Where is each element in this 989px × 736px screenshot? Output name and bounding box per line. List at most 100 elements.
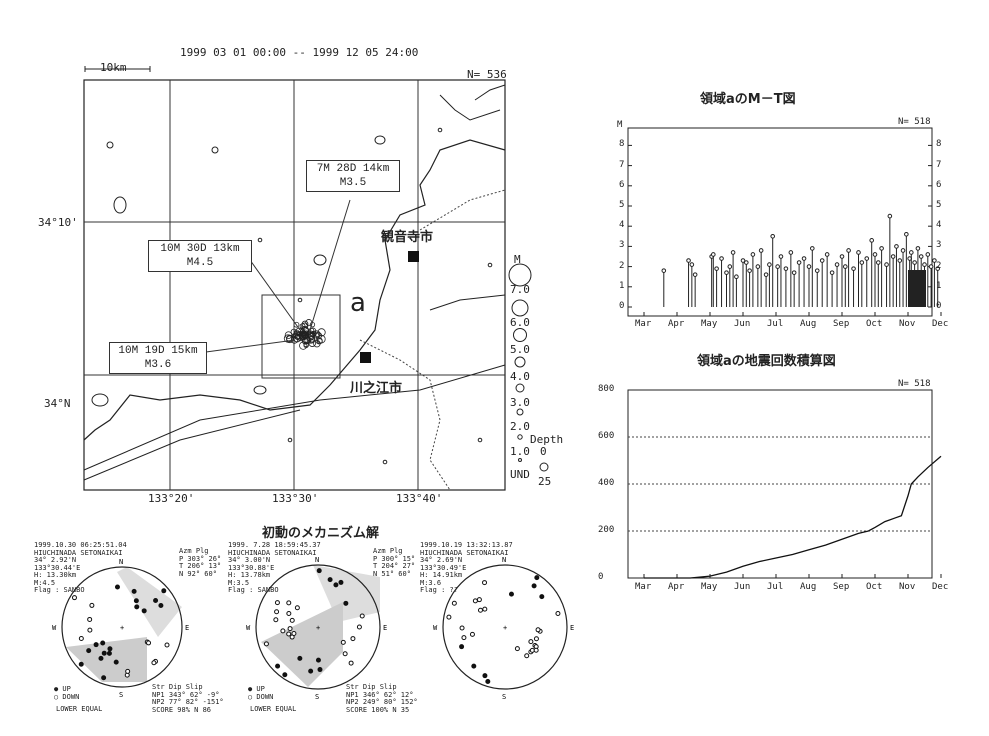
polarity-down	[291, 630, 297, 636]
principal-axis-line: Azm Plg	[179, 547, 209, 555]
polarity-down	[164, 642, 170, 648]
mt-x-tick-label: Nov	[899, 319, 916, 329]
mt-y-tick-label: 0	[619, 301, 625, 311]
mt-event-point	[864, 256, 870, 261]
polarity-up	[459, 644, 465, 650]
mechanism-header-line: 1999. 7.28 18:59:45.37	[228, 541, 321, 549]
mt-event-point	[843, 264, 848, 269]
mt-event-point	[894, 244, 899, 249]
polarity-up	[531, 583, 537, 589]
mt-event-point	[767, 262, 772, 267]
south-mark: S	[119, 691, 123, 699]
mt-chart-count: N= 518	[898, 117, 931, 127]
polarity-down	[476, 597, 482, 603]
magnitude-legend-circle	[518, 458, 522, 462]
magnitude-legend-circle	[511, 299, 529, 317]
east-mark: E	[570, 624, 574, 632]
mt-event-point	[727, 264, 733, 269]
mt-event-point	[810, 246, 815, 251]
mt-event-point	[819, 258, 825, 263]
polarity-up	[86, 648, 92, 654]
principal-axis-line: T 204° 27°	[373, 562, 416, 570]
annotation-leader	[205, 199, 351, 353]
polarity-up	[333, 582, 339, 588]
polarity-up	[113, 659, 119, 665]
polarity-down	[286, 610, 292, 616]
mt-event-point	[747, 268, 752, 273]
center-mark: +	[503, 624, 507, 632]
mt-event-point	[801, 256, 807, 261]
polarity-down	[263, 641, 269, 647]
polarity-up	[101, 650, 107, 656]
epicenter	[308, 336, 315, 343]
magnitude-legend-circle	[516, 408, 524, 416]
mt-x-tick-label: Aug	[800, 319, 817, 329]
mt-event-point	[884, 262, 889, 267]
cum-chart-title: 領域aの地震回数積算図	[697, 354, 836, 369]
mt-event-point	[876, 260, 881, 265]
mt-plot-frame	[627, 127, 933, 317]
mt-event-point	[783, 266, 789, 271]
polarity-up	[101, 675, 107, 681]
mechanism-header-line: 34° 3.00'N	[228, 556, 271, 564]
principal-axis-line: N 51° 60°	[373, 569, 411, 578]
polarity-down	[451, 600, 457, 606]
lat-label: 34°10'	[38, 216, 78, 229]
cum-x-tick-label: Aug	[800, 582, 817, 592]
mt-y-tick-label: 7	[619, 159, 625, 170]
mt-event-point	[904, 231, 909, 237]
mt-y-tick-label: 8	[619, 139, 625, 150]
mt-x-tick-label: Mar	[635, 319, 652, 329]
cum-x-tick-label: Apr	[668, 582, 685, 592]
mt-event-point	[689, 262, 695, 267]
principal-axis-line: Azm Plg	[373, 547, 403, 555]
polarity-up	[343, 600, 349, 606]
mt-event-point	[814, 268, 820, 273]
mt-event-point	[915, 246, 921, 251]
polarity-down	[446, 614, 452, 620]
projection-label: LOWER EQUAL	[56, 705, 103, 713]
map-period: 1999 03 01 00:00 -- 1999 12 05 24:00	[180, 46, 419, 59]
mt-event-point	[661, 268, 667, 273]
lon-label: 133°20'	[148, 492, 195, 505]
lon-label: 133°30'	[272, 492, 319, 505]
polarity-up	[133, 598, 139, 604]
mechanism-header-line: Flag : SANBO	[228, 586, 279, 594]
epicenter	[311, 330, 317, 336]
mt-event-point	[714, 266, 719, 271]
polarity-down	[125, 668, 131, 674]
polarity-down	[533, 647, 539, 653]
depth-legend-title: Depth	[530, 433, 564, 446]
polarity-down	[273, 617, 279, 623]
polarity-up	[471, 663, 477, 669]
mechanism-header-line: H: 14.91km	[420, 571, 463, 579]
polarity-up	[275, 663, 281, 669]
mechanism-header-line: M:3.5	[228, 578, 250, 587]
north-mark: N	[119, 558, 123, 566]
mt-y-tick-label: 5	[619, 200, 625, 210]
mt-y-tick-label: 4	[619, 220, 625, 231]
mt-event-point	[686, 258, 691, 263]
cum-y-tick-label: 0	[598, 572, 604, 582]
mt-event-point	[778, 254, 784, 259]
mechanism-header-line: M:4.5	[34, 578, 56, 587]
west-mark: W	[433, 624, 438, 632]
polarity-up	[539, 594, 545, 600]
prefecture-border	[419, 189, 506, 231]
polarity-up	[100, 640, 106, 646]
magnitude-legend-label: 4.0	[510, 370, 530, 383]
polarity-up	[297, 655, 303, 661]
polarity-legend: ● UP	[248, 685, 265, 693]
mt-x-tick-label: Jun	[734, 319, 751, 329]
nodal-plane-line: SCORE 98% N 86	[152, 705, 212, 714]
mt-event-point	[734, 274, 739, 280]
focal-sphere	[61, 566, 183, 688]
polarity-down	[555, 611, 561, 617]
principal-axis-line: N 92° 60°	[179, 569, 217, 578]
epicenter	[308, 333, 315, 340]
mechanism-header-line: 1999.10.19 13:32:13.87	[420, 541, 513, 549]
epicenter	[295, 333, 303, 341]
nodal-plane-line: NP1 343° 62° -9°	[152, 690, 220, 699]
